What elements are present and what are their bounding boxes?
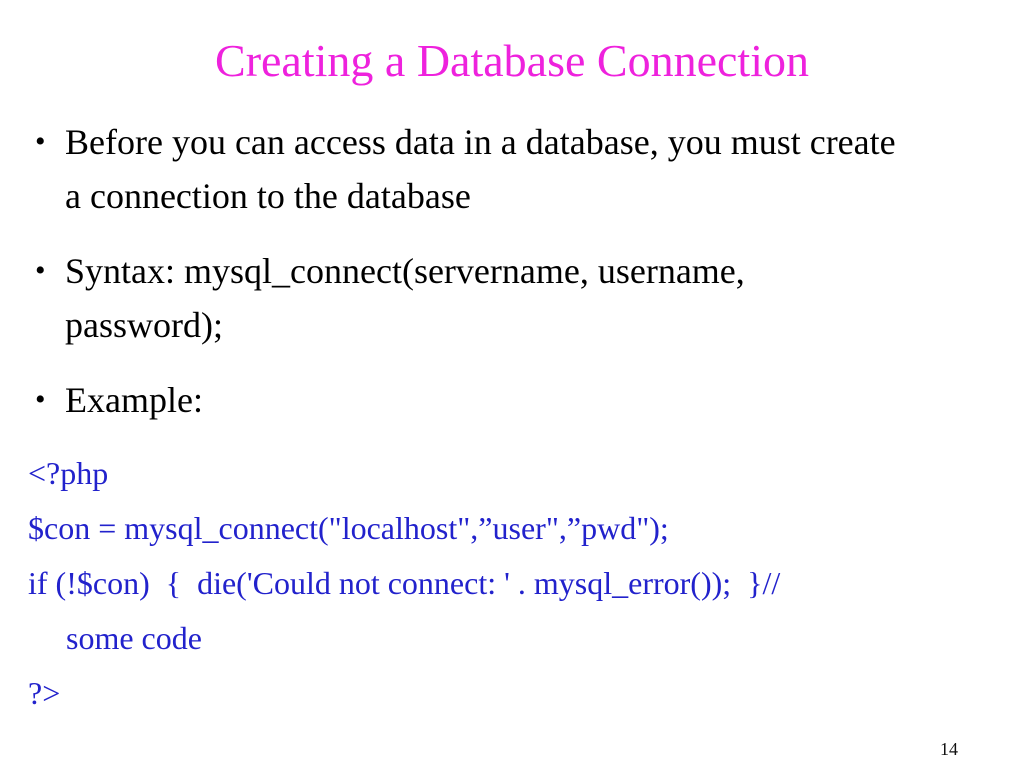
bullet-text: Before you can access data in a database… xyxy=(65,122,896,216)
bullet-item: • Syntax: mysql_connect(servername, user… xyxy=(28,244,1014,352)
bullet-text: Example: xyxy=(65,380,203,420)
bullet-text: Syntax: mysql_connect(servername, userna… xyxy=(65,251,745,345)
code-line-if-die: if (!$con) { die('Could not connect: ' .… xyxy=(28,565,781,601)
code-line-php-open: <?php xyxy=(28,455,109,491)
code-line-php-close: ?> xyxy=(28,675,61,711)
code-line-mysql-connect: $con = mysql_connect("localhost",”user",… xyxy=(28,510,669,546)
slide: Creating a Database Connection • Before … xyxy=(0,34,1024,768)
page-number: 14 xyxy=(940,739,958,759)
bullet-glyph: • xyxy=(35,125,46,158)
code-line-some-code: some code xyxy=(66,620,202,656)
bullet-glyph: • xyxy=(35,383,46,416)
slide-body: • Before you can access data in a databa… xyxy=(0,87,1024,719)
bullet-item: • Example: xyxy=(28,373,1014,427)
bullet-glyph: • xyxy=(35,254,46,287)
php-code-block: <?php $con = mysql_connect("localhost",”… xyxy=(28,448,1014,719)
slide-title: Creating a Database Connection xyxy=(215,35,809,86)
bullet-item: • Before you can access data in a databa… xyxy=(28,115,1014,223)
